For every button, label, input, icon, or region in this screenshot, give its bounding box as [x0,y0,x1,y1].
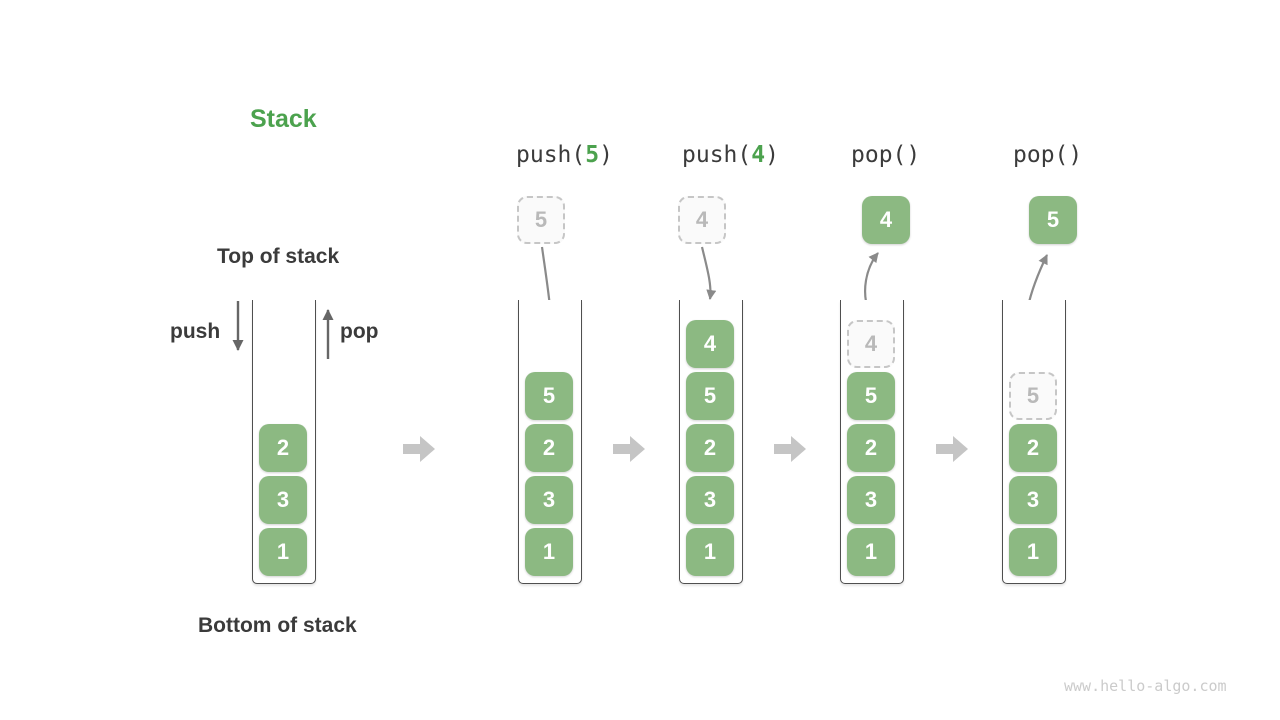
bottom-of-stack-label: Bottom of stack [198,614,357,637]
pop-label: pop [340,320,379,343]
floating-cell-pushed-4: 4 [678,196,726,244]
watermark: www.hello-algo.com [1064,677,1227,695]
stack-container-initial: 2 3 1 [252,300,316,584]
stack-cell: 1 [259,528,307,576]
diagram-title: Stack [250,105,317,133]
op-arg: 4 [751,142,766,168]
stack-cell-removed: 5 [1009,372,1057,420]
transition-arrow-icon [774,436,806,462]
stack-cell: 1 [686,528,734,576]
op-arg: 5 [585,142,600,168]
op-text: ) [765,142,779,168]
stack-cell: 1 [847,528,895,576]
push-4-curve-arrow-icon [700,246,717,300]
floating-cell-popped-5: 5 [1029,196,1077,244]
stack-cell: 3 [847,476,895,524]
transition-arrow-icon [613,436,645,462]
stack-cell: 2 [259,424,307,472]
op-text: pop() [851,142,921,168]
op-text: ) [599,142,613,168]
stack-container-after-push-5: 5 2 3 1 [518,300,582,584]
transition-arrow-icon [936,436,968,462]
stack-cell: 2 [847,424,895,472]
operation-label-pop-2: pop() [1013,142,1082,168]
stack-cell: 2 [1009,424,1057,472]
stack-cell: 1 [1009,528,1057,576]
op-text: pop() [1013,142,1083,168]
top-of-stack-label: Top of stack [217,245,340,268]
stack-cell: 3 [686,476,734,524]
stack-cell: 2 [525,424,573,472]
stack-container-after-pop-4: 4 5 2 3 1 [840,300,904,584]
operation-label-push-5: push(5) [516,142,613,168]
stack-cell: 3 [259,476,307,524]
stack-cell: 5 [847,372,895,420]
operation-label-push-4: push(4) [682,142,779,168]
stack-container-after-pop-5: 5 2 3 1 [1002,300,1066,584]
floating-cell-popped-4: 4 [862,196,910,244]
stack-cell: 2 [686,424,734,472]
stack-cell: 5 [525,372,573,420]
stack-cell: 5 [686,372,734,420]
stack-container-after-push-4: 4 5 2 3 1 [679,300,743,584]
stack-cell: 3 [525,476,573,524]
operation-label-pop-1: pop() [851,142,920,168]
stack-cell-removed: 4 [847,320,895,368]
transition-arrow-icon [403,436,435,462]
push-label: push [170,320,221,343]
stack-cell: 4 [686,320,734,368]
floating-cell-pushed-5: 5 [517,196,565,244]
op-text: push( [516,142,586,168]
op-text: push( [682,142,752,168]
stack-cell: 3 [1009,476,1057,524]
stack-cell: 1 [525,528,573,576]
